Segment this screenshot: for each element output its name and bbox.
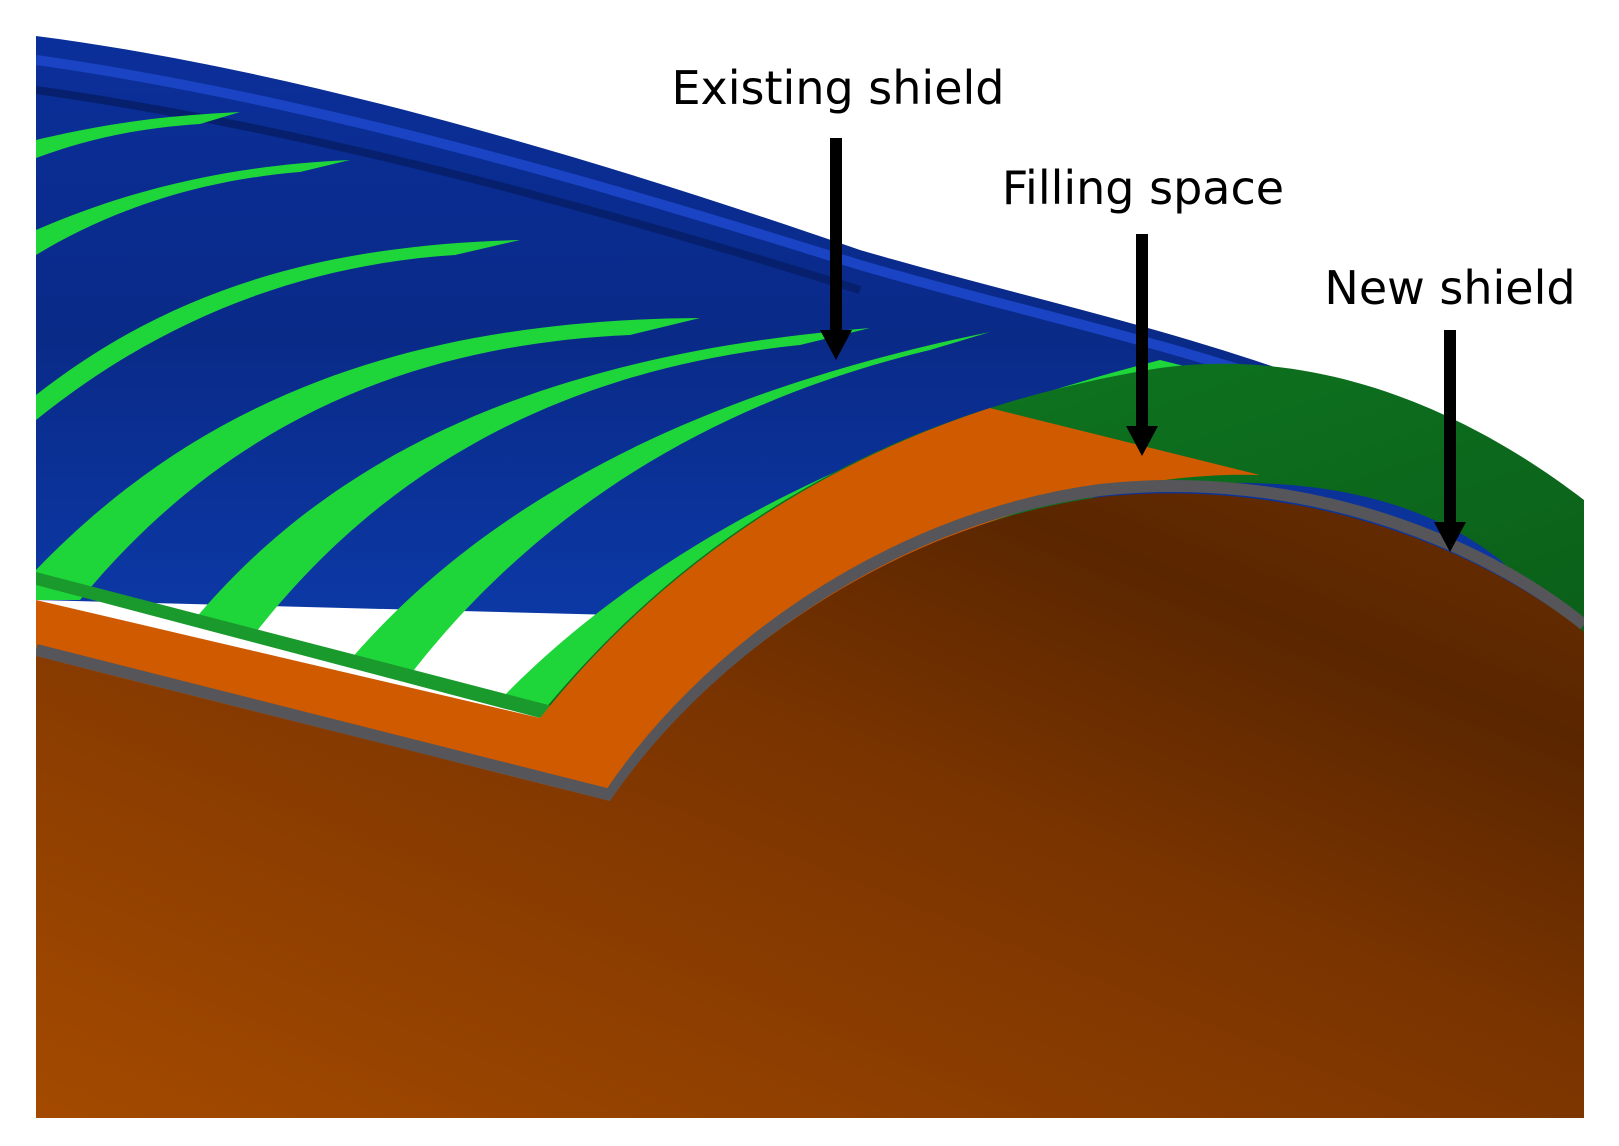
label-new-shield: New shield xyxy=(1324,261,1575,315)
spacer-strip xyxy=(36,112,240,158)
spacer-strip xyxy=(190,328,870,640)
arrow-shaft xyxy=(1444,330,1456,526)
arrow-shaft xyxy=(1136,234,1148,429)
spacer-strip xyxy=(36,240,520,420)
label-filling-space: Filling space xyxy=(1002,161,1284,215)
existing-shield-edge xyxy=(36,572,560,718)
spacer-strip xyxy=(36,318,700,600)
arrow-shaft xyxy=(830,138,842,333)
annotation-filling-space: Filling space xyxy=(1002,161,1284,456)
spacer-strip xyxy=(500,360,1200,715)
spacer-strips xyxy=(36,112,1200,715)
spacer-strip xyxy=(350,332,990,675)
render-area xyxy=(36,36,1584,1118)
arrow-head xyxy=(1434,522,1466,552)
new-shield-layer xyxy=(540,363,1584,715)
annotation-new-shield: New shield xyxy=(1324,261,1576,552)
new-shield-edge xyxy=(36,479,1584,802)
annotation-existing-shield: Existing shield xyxy=(671,61,1005,360)
arrow-head xyxy=(820,330,852,360)
spacer-strip xyxy=(36,160,350,255)
arrow-head xyxy=(1126,426,1158,456)
base-cylinder xyxy=(36,493,1584,1118)
filling-space-layer xyxy=(36,408,1260,795)
existing-shield-ridge xyxy=(36,86,862,294)
label-existing-shield: Existing shield xyxy=(671,61,1004,115)
